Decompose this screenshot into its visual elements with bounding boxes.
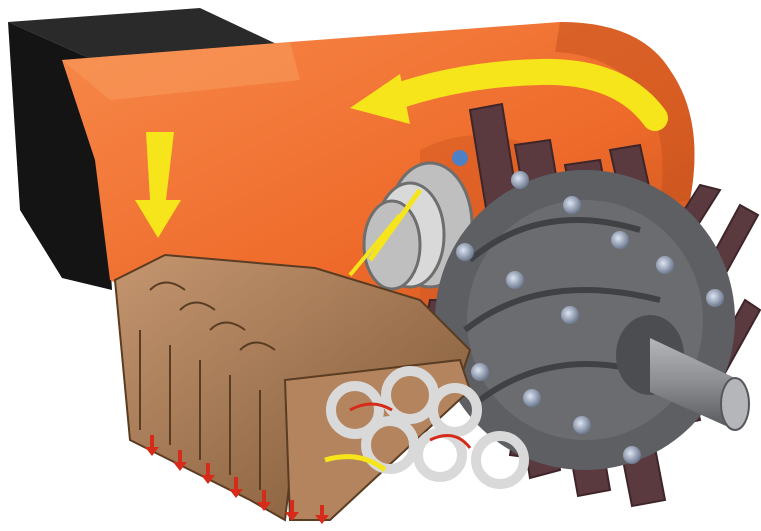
shredder-machine-illustration	[0, 0, 761, 531]
